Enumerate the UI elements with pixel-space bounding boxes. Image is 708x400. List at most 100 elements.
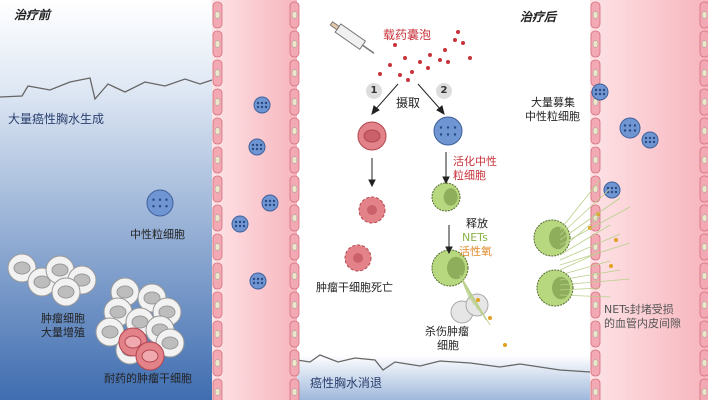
nucleus	[701, 156, 708, 164]
neutrophil	[603, 181, 621, 199]
nucleus	[592, 301, 599, 309]
nucleus	[214, 127, 221, 135]
nucleus	[701, 127, 708, 135]
activate-label-2: 粒细胞	[453, 169, 486, 182]
nucleus	[291, 243, 298, 251]
drug-vesicle	[461, 41, 465, 45]
nets-fiber	[559, 206, 631, 246]
nucleus	[291, 185, 298, 193]
nucleus	[291, 301, 298, 309]
nucleus	[701, 214, 708, 222]
neutrophil	[248, 138, 266, 156]
nucleus	[291, 359, 298, 367]
path-2-badge: 2	[436, 83, 452, 99]
ros-particle	[488, 316, 492, 320]
blood-vessel-right	[590, 0, 708, 400]
nucleus	[592, 388, 599, 396]
stem-cell-label: 耐药的肿瘤干细胞	[104, 372, 192, 385]
neutrophil	[253, 96, 271, 114]
drug-vesicle	[468, 56, 472, 60]
tumor-label-1: 肿瘤细胞	[41, 312, 85, 325]
nucleus	[592, 11, 599, 19]
nucleus	[592, 359, 599, 367]
vesicle-label: 载药囊泡	[383, 28, 432, 42]
neutrophil	[619, 117, 641, 139]
nets-fiber	[559, 233, 621, 261]
nucleus	[701, 40, 708, 48]
ros-particle	[476, 298, 480, 302]
before-title: 治疗前	[14, 8, 51, 22]
dying-stem-cell	[358, 196, 386, 224]
nucleus	[291, 272, 298, 280]
tumor-cell	[357, 121, 387, 151]
nucleus	[214, 301, 221, 309]
nucleus	[592, 185, 599, 193]
uptake-label: 摄取	[396, 96, 421, 110]
endothelial-cells	[212, 1, 708, 400]
drug-vesicle	[378, 72, 382, 76]
neutrophil	[433, 116, 463, 146]
dying-stem-cell	[344, 244, 372, 272]
drug-vesicle	[453, 38, 457, 42]
nucleus	[291, 330, 298, 338]
nucleus	[214, 11, 221, 19]
neutrophil-label: 中性粒细胞	[130, 228, 185, 241]
activated-neutrophil	[536, 269, 574, 307]
drug-vesicle	[456, 30, 460, 34]
after-title: 治疗后	[520, 10, 557, 24]
neutrophil	[146, 189, 174, 217]
nucleus	[214, 359, 221, 367]
drug-vesicle	[438, 58, 442, 62]
kill-label-1: 杀伤肿瘤	[425, 325, 469, 338]
nucleus	[592, 40, 599, 48]
ros-particle	[614, 238, 618, 242]
activated-neutrophil	[431, 182, 461, 212]
block-label-1: NETs封堵受损	[604, 303, 674, 316]
activated-neutrophil	[533, 219, 571, 257]
nets-fiber	[559, 251, 601, 271]
nucleus	[214, 185, 221, 193]
tumor-cell	[95, 317, 125, 347]
nucleus	[592, 69, 599, 77]
nucleus	[291, 214, 298, 222]
nucleus	[701, 272, 708, 280]
nets-fiber	[559, 224, 611, 256]
nucleus	[291, 40, 298, 48]
nucleus	[701, 185, 708, 193]
arrows	[368, 83, 453, 255]
recruit-label-1: 大量募集	[531, 96, 575, 109]
nucleus	[214, 214, 221, 222]
drug-vesicle	[428, 53, 432, 57]
nucleus	[291, 156, 298, 164]
drug-vesicle	[418, 60, 422, 64]
effusion-label: 大量癌性胸水生成	[8, 112, 105, 126]
drug-vesicle	[398, 73, 402, 77]
nucleus	[291, 11, 298, 19]
nucleus	[701, 69, 708, 77]
block-label-2: 的血管内皮间隙	[604, 317, 681, 330]
drug-vesicle	[406, 78, 410, 82]
nucleus	[291, 69, 298, 77]
ros-label: 活性氧	[459, 245, 492, 258]
nets-fiber	[559, 278, 631, 286]
nucleus	[701, 330, 708, 338]
nucleus	[214, 69, 221, 77]
fluid-level-line	[0, 77, 213, 101]
drug-vesicle	[446, 60, 450, 64]
fluid-level-line-after	[296, 354, 591, 373]
drug-vesicle	[443, 48, 447, 52]
neutrophil	[249, 272, 267, 290]
nucleus	[291, 127, 298, 135]
effusion-resolved-label: 癌性胸水消退	[310, 376, 383, 390]
path-1-badge: 1	[366, 83, 382, 99]
release-label: 释放	[466, 217, 488, 230]
nucleus	[214, 40, 221, 48]
nucleus	[701, 11, 708, 19]
drug-vesicle	[426, 66, 430, 70]
nucleus	[291, 388, 298, 396]
nets-fiber	[459, 274, 491, 326]
ros-particle	[503, 343, 507, 347]
drug-vesicle	[403, 56, 407, 60]
tumor-label-2: 大量增殖	[41, 326, 85, 339]
nets-fiber	[559, 269, 621, 281]
